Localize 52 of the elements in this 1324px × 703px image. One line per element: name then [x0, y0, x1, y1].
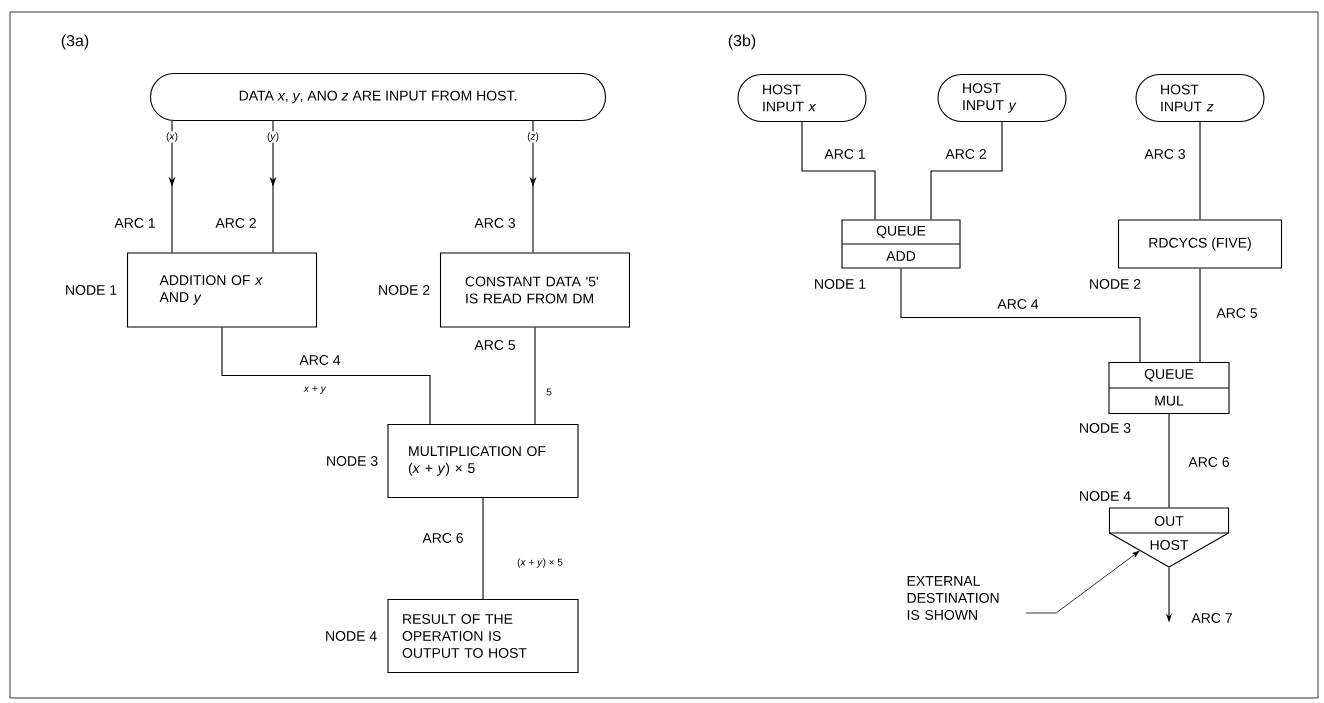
- node-number: NODE 1: [66, 285, 117, 295]
- edge-label: ARC 1: [823, 148, 867, 160]
- value-label: 5: [546, 388, 552, 396]
- value-label: (x + y) × 5: [517, 558, 563, 568]
- connector-line: [1199, 268, 1201, 363]
- edge-label: ARC 6: [1187, 456, 1231, 468]
- leader-line: [1025, 550, 1140, 614]
- input-label: (y): [265, 131, 281, 143]
- queue-node-box: QUEUE ADD: [841, 219, 961, 269]
- node-number: NODE 4: [1080, 491, 1131, 501]
- node-number: NODE 2: [379, 285, 430, 295]
- edge-label: ARC 4: [298, 354, 342, 366]
- connector-line: [221, 327, 431, 425]
- edge-label: ARC 2: [214, 217, 258, 229]
- edge-label: ARC 3: [1143, 148, 1187, 160]
- edge-label: ARC 1: [113, 217, 157, 229]
- terminal-box: DATA x, y, ANO z ARE INPUT FROM HOST.: [149, 72, 607, 122]
- terminal-box: HOST INPUT z: [1135, 73, 1265, 123]
- process-box: RDCYCS (FIVE): [1117, 219, 1283, 269]
- edge-label: ARC 4: [996, 298, 1040, 310]
- connector-line: [930, 121, 1003, 220]
- node-number: NODE 1: [815, 279, 866, 289]
- terminal-box: HOST INPUT x: [737, 73, 867, 123]
- connector-line: [801, 121, 876, 220]
- node-number: NODE 4: [326, 631, 377, 641]
- connector-line: [1199, 121, 1201, 220]
- node-label: HOST: [1150, 540, 1189, 550]
- connector-line: [900, 268, 1141, 363]
- queue-node-box: QUEUE MUL: [1108, 361, 1230, 415]
- edge-label: ARC 5: [1215, 307, 1259, 319]
- callout-text: EXTERNAL DESTINATION IS SHOWN: [907, 576, 999, 620]
- process-box: ADDITION OF x AND y: [126, 252, 318, 328]
- node-number: NODE 3: [327, 456, 378, 466]
- label-text: (3a): [61, 34, 89, 50]
- terminal-box: HOST INPUT y: [937, 73, 1067, 123]
- process-box: MULTIPLICATION OF (x + y) × 5: [387, 423, 579, 499]
- edge-label: ARC 6: [421, 532, 465, 544]
- node-number: NODE 2: [1090, 279, 1141, 289]
- edge-label: ARC 5: [473, 339, 517, 351]
- process-box: CONSTANT DATA '5' IS READ FROM DM: [439, 252, 631, 328]
- label-text: (3b): [728, 34, 756, 50]
- edge-label: ARC 7: [1190, 612, 1234, 624]
- connector-line: [534, 327, 536, 425]
- node-number: NODE 3: [1080, 423, 1131, 433]
- value-label: x + y: [303, 386, 327, 394]
- input-label: (x): [165, 131, 179, 143]
- process-box: RESULT OF THE OPERATION IS OUTPUT TO HOST: [387, 598, 579, 674]
- input-label: (z): [526, 131, 540, 143]
- edge-label: ARC 3: [473, 217, 517, 229]
- connector-line: [482, 497, 484, 600]
- connector-line: [1168, 413, 1170, 508]
- edge-label: ARC 2: [944, 148, 988, 160]
